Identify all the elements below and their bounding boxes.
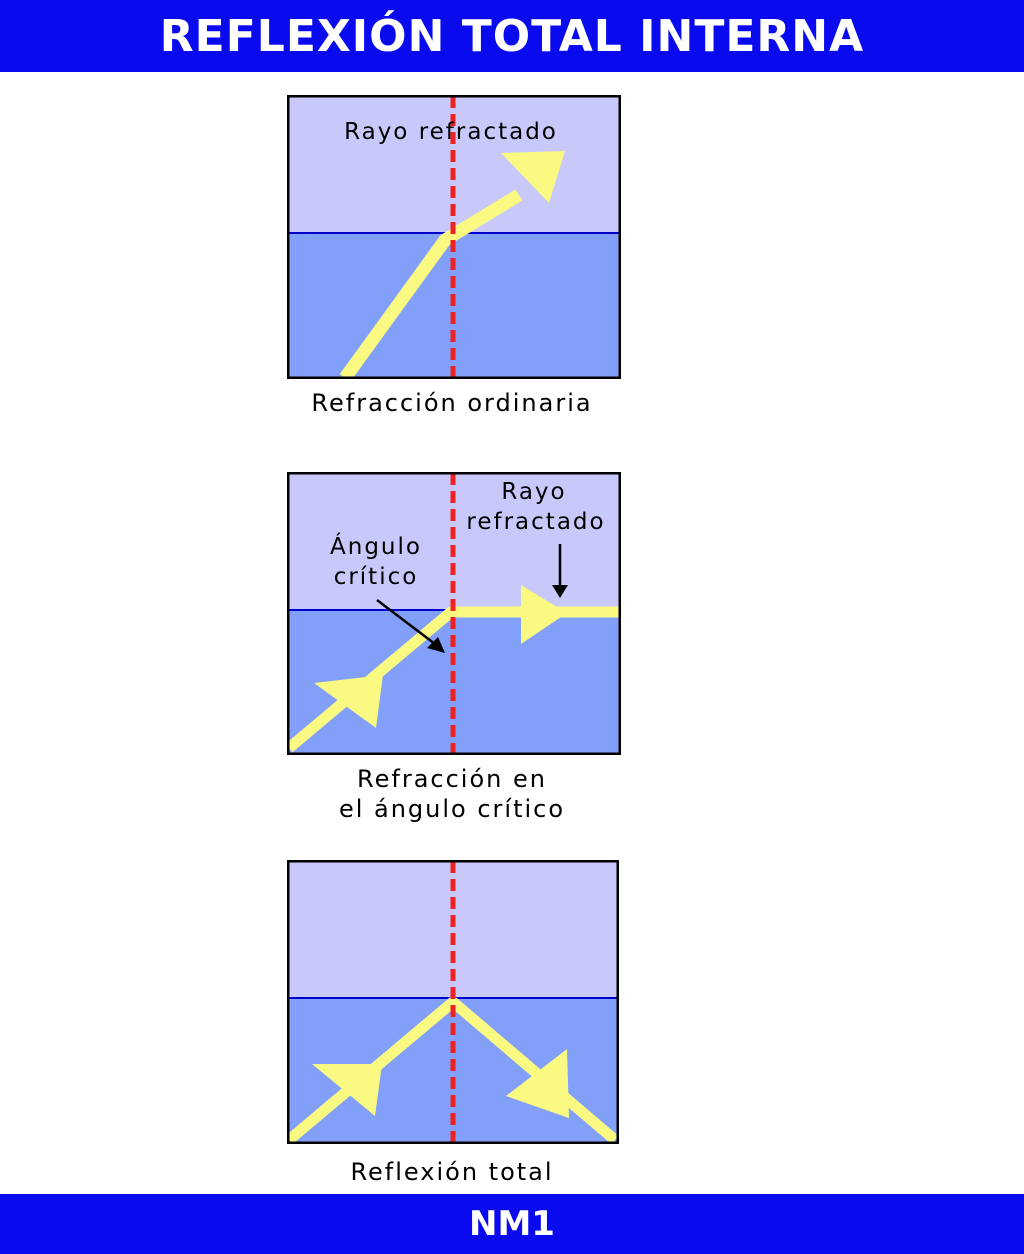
page-title-banner: REFLEXIÓN TOTAL INTERNA xyxy=(0,0,1024,72)
ray-arrowhead xyxy=(501,151,565,203)
caption-ordinary-refraction: Refracción ordinaria xyxy=(311,389,593,417)
label-rayo: Rayo xyxy=(501,479,566,505)
footer-label: NM1 xyxy=(469,1204,555,1244)
incident-arrowhead xyxy=(312,1064,382,1116)
panel-border xyxy=(287,95,621,379)
footer-banner: NM1 xyxy=(0,1194,1024,1254)
refracted-arrowhead xyxy=(521,585,567,644)
refracted-ray xyxy=(339,189,523,379)
caption-critical-angle: Refracción en el ángulo crítico xyxy=(338,765,566,823)
reflected-arrowhead xyxy=(506,1049,569,1118)
label-refracted-ray: Rayo refractado xyxy=(344,119,558,145)
critical-angle-pointer-head xyxy=(427,637,445,653)
page-title: REFLEXIÓN TOTAL INTERNA xyxy=(159,11,865,62)
panel-total-reflection xyxy=(287,860,619,1144)
panel-critical-angle: Rayo refractado Ángulo crítico xyxy=(287,472,621,755)
label-refractado: refractado xyxy=(466,509,605,535)
critical-angle-pointer xyxy=(376,599,440,648)
refracted-pointer-head xyxy=(552,585,568,598)
panel-ordinary-refraction: Rayo refractado xyxy=(287,95,621,379)
panel-border xyxy=(287,472,621,755)
incident-arrowhead xyxy=(314,675,383,728)
panel-border xyxy=(287,860,619,1144)
caption-total-reflection: Reflexión total xyxy=(350,1158,554,1186)
label-critico: crítico xyxy=(334,564,419,590)
label-angulo: Ángulo xyxy=(330,532,422,560)
